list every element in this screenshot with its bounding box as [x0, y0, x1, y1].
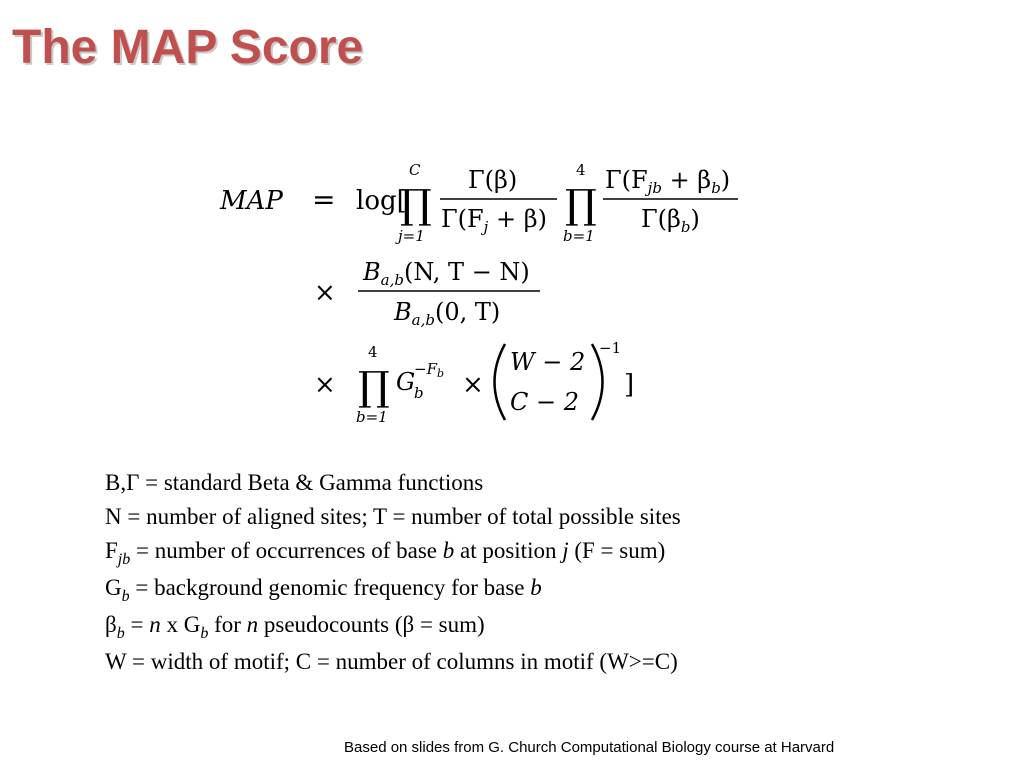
definition-text: W = width of motif; C = number of column… — [105, 649, 678, 674]
definition-subscript: jb — [117, 551, 131, 568]
fraction3-denominator: Ba,b(0, T) — [393, 298, 500, 329]
formula-close-bracket: ] — [624, 370, 634, 400]
formula-equals: = — [312, 183, 335, 216]
binomial-top: W − 2 — [510, 348, 585, 376]
background-frequency-term: G — [396, 368, 415, 396]
definition-beta-gamma: B,Γ = standard Beta & Gamma functions — [105, 466, 681, 500]
definition-subscript: b — [116, 625, 125, 642]
definition-text: for — [208, 612, 247, 637]
definition-italic: j — [562, 538, 569, 563]
definition-w-c: W = width of motif; C = number of column… — [105, 645, 681, 679]
product1-upper-limit: C — [409, 161, 421, 179]
definition-n-t: N = number of aligned sites; T = number … — [105, 500, 681, 534]
slide-title: The MAP Score — [12, 21, 364, 74]
product2-upper-limit: 4 — [576, 161, 586, 179]
product2-lower-limit: b=1 — [563, 227, 595, 245]
definition-text: = — [124, 612, 150, 637]
definition-text: x G — [160, 612, 201, 637]
definition-italic: n — [246, 612, 259, 637]
definition-text: at position — [454, 538, 563, 563]
definition-italic: b — [530, 575, 542, 600]
fraction3-numerator: Ba,b(N, T − N) — [362, 258, 530, 289]
definition-text: (F = sum) — [568, 538, 666, 563]
binomial-bottom: C − 2 — [510, 388, 579, 416]
fraction1-denominator: Γ(Fj + β) — [441, 205, 547, 236]
definition-beta-b: βb = n x Gb for n pseudocounts (β = sum) — [105, 608, 681, 645]
footer-credit: Based on slides from G. Church Computati… — [344, 739, 835, 756]
definition-subscript: b — [121, 588, 130, 605]
formula-log-bracket: log[ — [356, 186, 407, 216]
definition-subscript: b — [200, 625, 209, 642]
definition-italic: b — [442, 538, 455, 563]
fraction2-denominator: Γ(βb) — [641, 205, 700, 236]
g-subscript: b — [414, 384, 424, 402]
definition-text: = background genomic frequency for base — [129, 575, 531, 600]
definition-text: B,Γ = standard Beta & Gamma functions — [105, 470, 484, 495]
product3-lower-limit: b=1 — [356, 408, 388, 426]
binomial-right-paren — [590, 343, 604, 421]
product-symbol-3: ∏ — [358, 364, 390, 410]
formula-lhs: MAP — [219, 186, 283, 216]
binomial-left-paren — [493, 343, 507, 421]
definition-text: = number of occurrences of base — [130, 538, 443, 563]
definition-text: β — [105, 612, 117, 637]
definition-italic: n — [149, 612, 161, 637]
definition-text: pseudocounts (β = sum) — [258, 612, 485, 637]
product3-upper-limit: 4 — [368, 343, 378, 361]
definition-text: G — [105, 575, 122, 600]
definition-text: N = number of aligned sites; T = number … — [105, 504, 681, 529]
times-symbol-3: × — [462, 370, 484, 400]
product-symbol-1: ∏ — [400, 182, 432, 228]
times-symbol-2: × — [314, 370, 336, 400]
fraction2-numerator: Γ(Fjb + βb) — [605, 166, 730, 197]
times-symbol-1: × — [314, 278, 336, 308]
definition-gb: Gb = background genomic frequency for ba… — [105, 571, 681, 608]
binomial-exponent: −1 — [599, 339, 621, 357]
fraction1-numerator: Γ(β) — [468, 166, 517, 194]
definition-text: F — [105, 538, 118, 563]
product1-lower-limit: j=1 — [395, 227, 425, 245]
definition-fjb: Fjb = number of occurrences of base b at… — [105, 534, 681, 571]
definitions-list: B,Γ = standard Beta & Gamma functions N … — [105, 466, 681, 679]
product-symbol-2: ∏ — [565, 182, 597, 228]
g-superscript: −Fb — [414, 360, 444, 380]
